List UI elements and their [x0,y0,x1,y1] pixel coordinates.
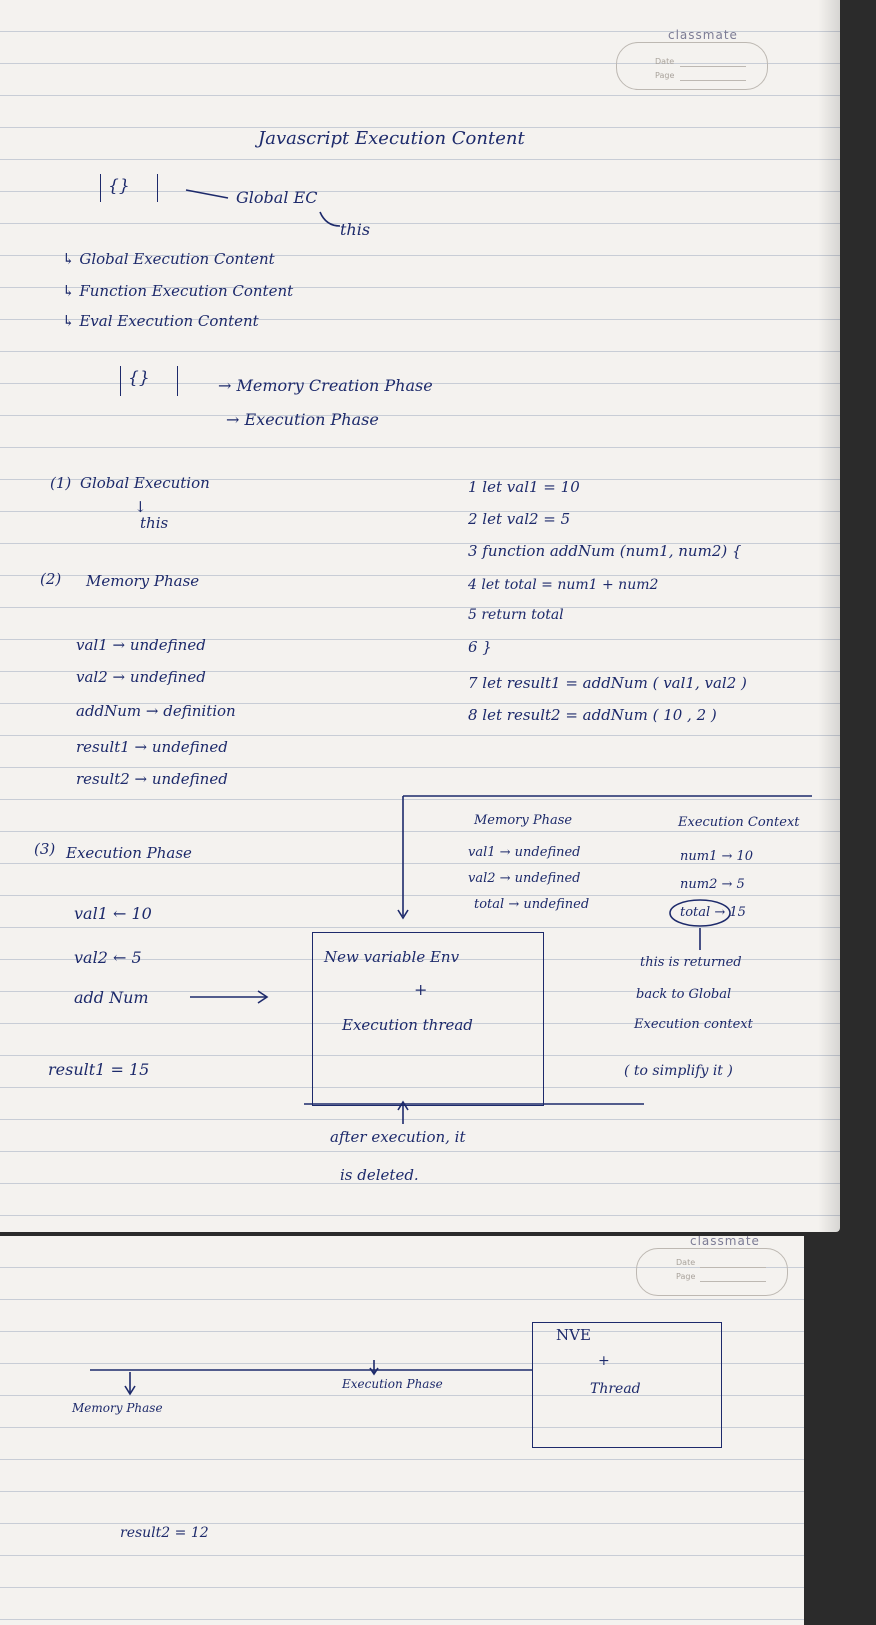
brand-page-line [700,1281,766,1282]
memory-entry: result2 → undefined [76,770,228,788]
braces-symbol-2: {} [128,368,150,388]
code-line: 6 } [468,638,492,656]
type-eval: ↳ Eval Execution Content [62,312,259,330]
brand-date-label: Date [655,57,675,66]
brand-page-line [680,80,746,81]
global-execution-heading: Global Execution [80,474,210,492]
memory-phase-label: Memory Phase [72,1401,163,1415]
memory-entry: result1 → undefined [76,738,228,756]
nve-box [532,1322,722,1448]
inner-memory-entry: val1 → undefined [468,845,581,860]
phase-memory-creation: → Memory Creation Phase [218,376,433,395]
nve-label: NVE [556,1326,591,1344]
page2-arrows [90,1360,532,1396]
page-shadow [818,0,840,1232]
braces-bracket-2 [120,366,178,396]
result2-value: result2 = 12 [120,1525,209,1541]
brand-date-box [616,42,768,90]
code-line: 7 let result1 = addNum ( val1, val2 ) [468,674,747,692]
step-number-3: (3) [34,840,56,858]
result1-value: result1 = 15 [48,1060,150,1079]
new-variable-env-box [312,932,544,1106]
brand-date-label: Date [676,1258,696,1267]
phase-execution: → Execution Phase [226,410,379,429]
this-label: this [340,220,371,239]
brand-logo: classmate [668,28,738,42]
notebook-page-1: classmate Date Page Javascript Execution… [0,0,840,1232]
code-line: 3 function addNum (num1, num2) { [468,542,742,560]
this-label-2: this [140,514,169,532]
step-number-1: (1) [50,474,72,492]
inner-exec-entry: num1 → 10 [680,849,754,864]
inner-memory-entry: total → undefined [474,897,590,912]
inner-memory-entry: val2 → undefined [468,871,581,886]
returned-note: this is returned [640,955,742,970]
ruled-lines [0,1236,840,1625]
step-number-2: (2) [40,570,62,588]
page-title: Javascript Execution Content [258,128,525,149]
after-execution-note-2: is deleted. [340,1166,419,1184]
returned-note: ( to simplify it ) [624,1063,733,1079]
notebook-page-2: classmate Date Page NVE + Thread Memory … [0,1236,840,1625]
nve-line-2: Execution thread [342,1016,473,1034]
code-line: 8 let result2 = addNum ( 10 , 2 ) [468,706,717,724]
code-line: 5 return total [468,607,564,623]
code-line: 4 let total = num1 + num2 [468,577,659,593]
inner-memory-heading: Memory Phase [474,813,573,828]
page1-arrows [185,189,812,1124]
brand-date-line [700,1267,766,1268]
execution-phase-label: Execution Phase [342,1377,443,1391]
nve-plus: + [598,1353,610,1369]
execution-entry: val1 ← 10 [74,904,152,923]
execution-entry: add Num [74,988,149,1007]
memory-entry: val1 → undefined [76,636,206,654]
memory-entry: val2 → undefined [76,668,206,686]
type-function: ↳ Function Execution Content [62,282,294,300]
brand-date-box [636,1248,788,1296]
ruled-lines [0,0,840,1232]
after-execution-note-1: after execution, it [330,1128,466,1146]
arrow-down: ↓ [134,498,147,516]
inner-exec-entry: num2 → 5 [680,877,745,892]
thread-label: Thread [590,1381,641,1397]
brand-logo: classmate [690,1236,760,1248]
returned-note: Execution context [634,1017,753,1032]
brand-date-line [680,66,746,67]
brand-page-label: Page [655,71,675,80]
code-line: 2 let val2 = 5 [468,510,571,528]
nve-plus: + [414,980,428,999]
page-edge [804,1236,840,1625]
inner-exec-heading: Execution Context [678,815,800,830]
execution-phase-heading: Execution Phase [66,844,192,862]
braces-bracket [100,174,158,202]
braces-symbol: {} [108,176,130,196]
type-global: ↳ Global Execution Content [62,250,275,268]
execution-entry: val2 ← 5 [74,948,142,967]
brand-page-label: Page [676,1272,696,1281]
code-line: 1 let val1 = 10 [468,478,580,496]
global-ec-label: Global EC [236,188,318,207]
returned-note: back to Global [636,987,732,1002]
memory-entry: addNum → definition [76,702,236,720]
memory-phase-heading: Memory Phase [86,572,200,590]
nve-line-1: New variable Env [324,948,460,966]
